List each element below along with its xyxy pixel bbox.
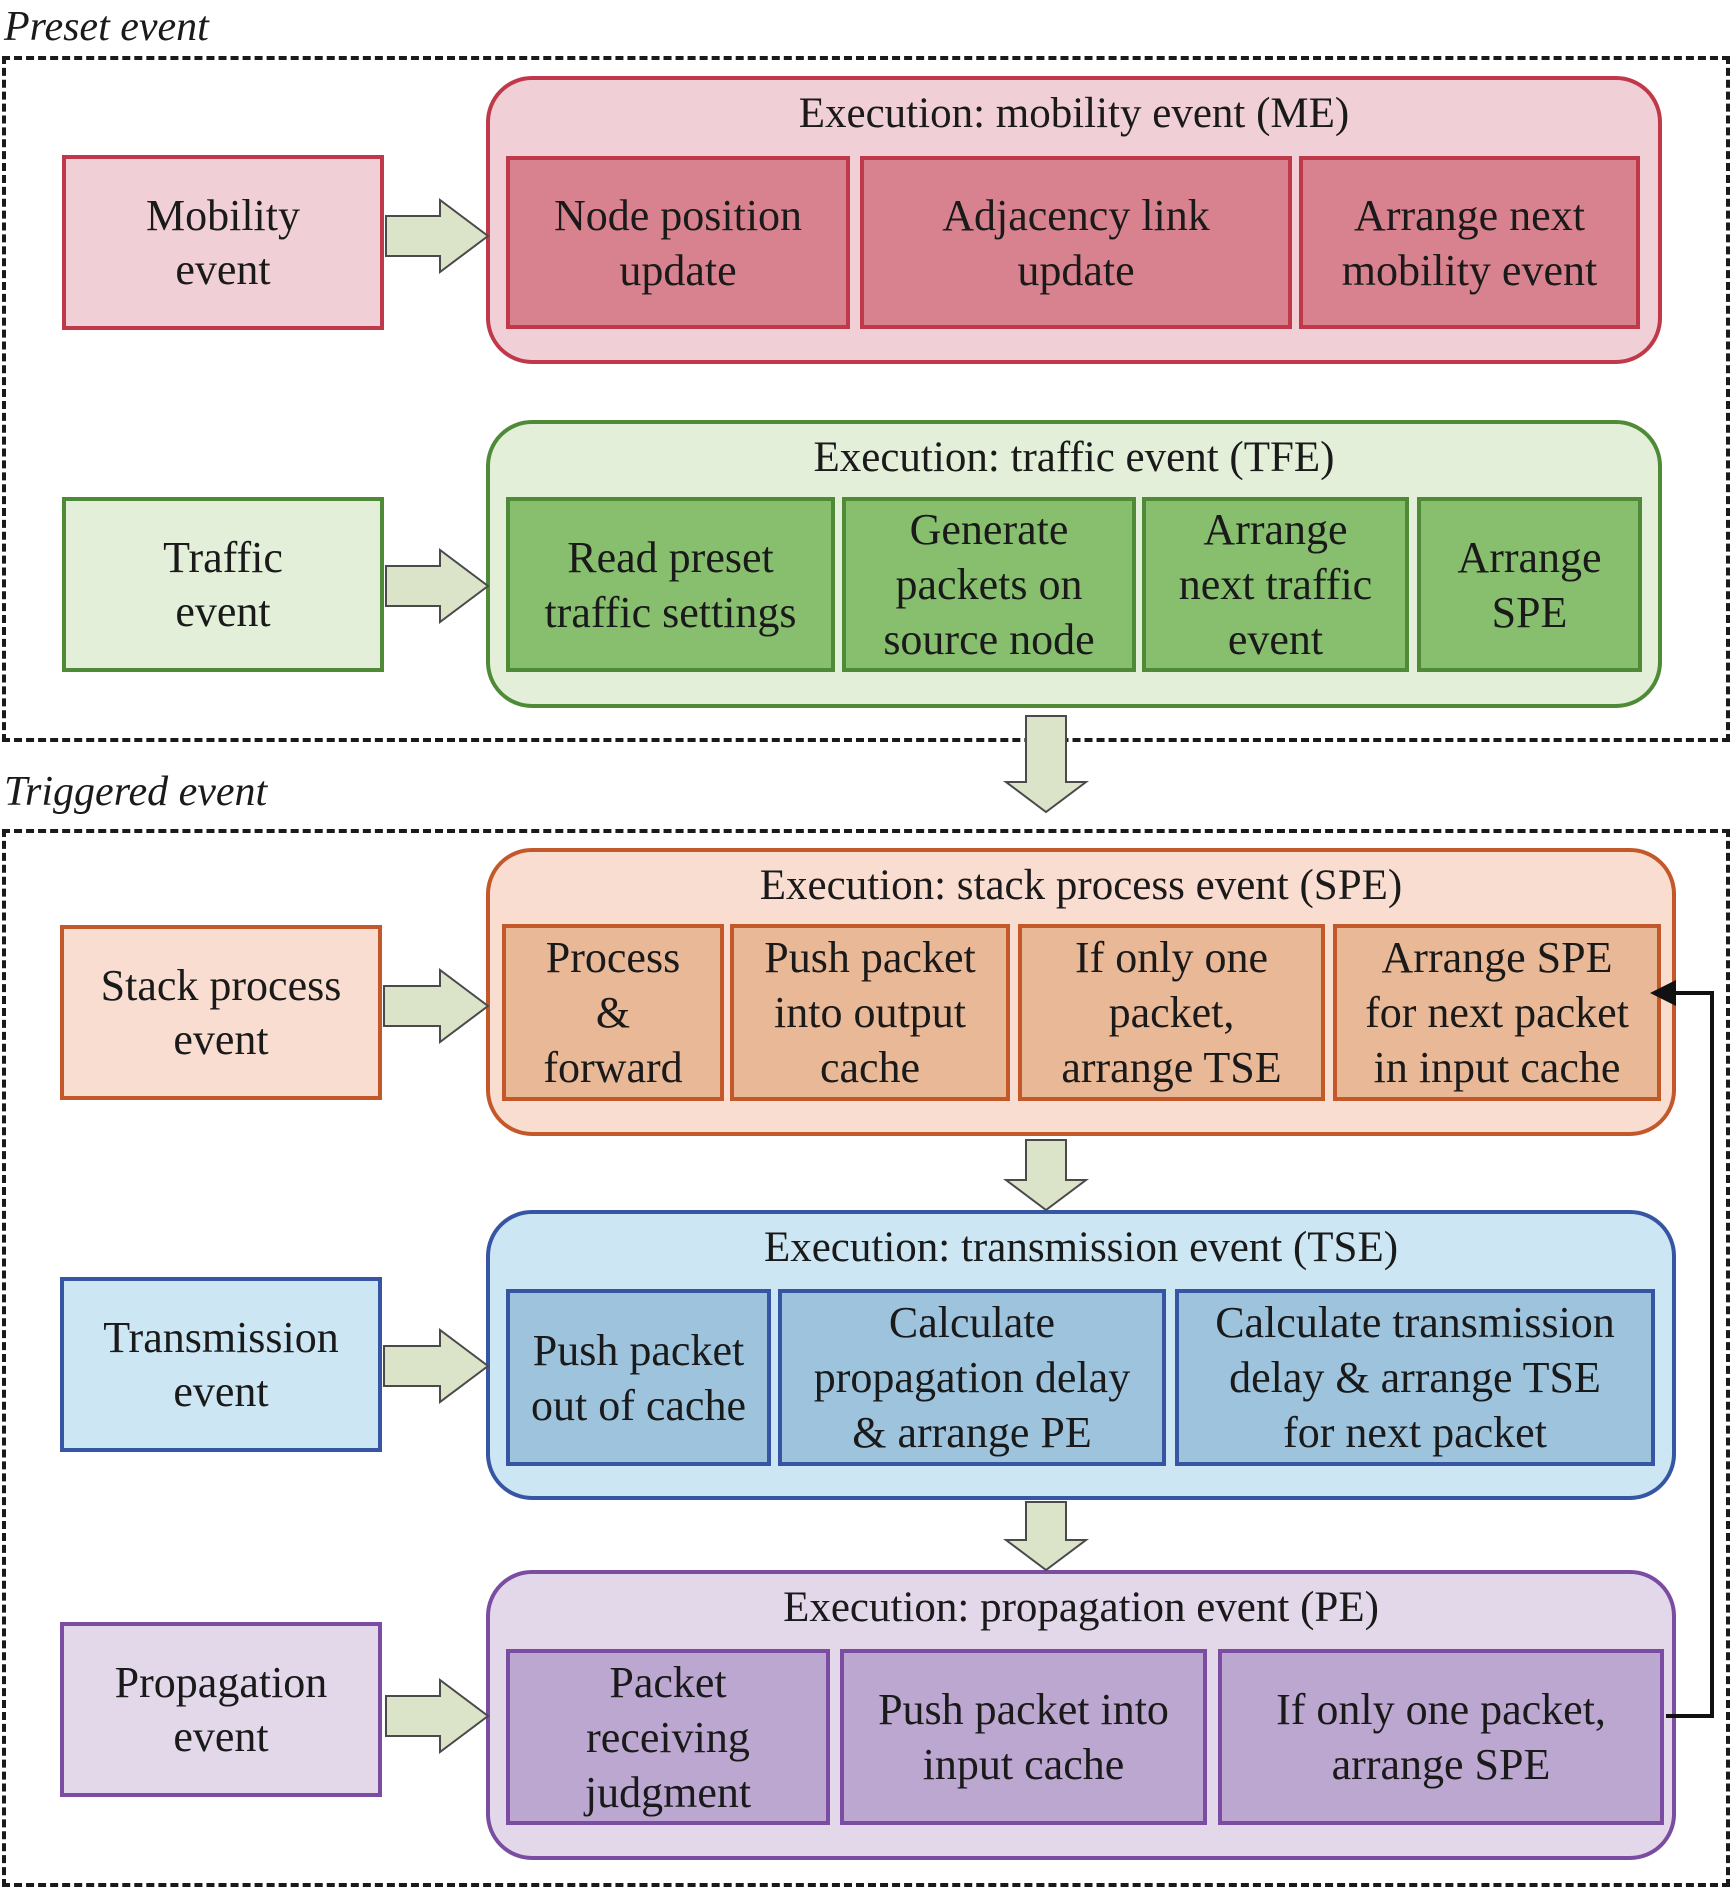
propagation-step-2: Push packet into input cache [840,1649,1207,1825]
triggered-section-frame [2,829,1730,1887]
traffic-step-1: Read preset traffic settings [506,497,835,672]
transmission-execution-title: Execution: transmission event (TSE) [763,1224,1399,1271]
propagation-arrow [385,1678,490,1754]
transmission-step-3: Calculate transmission delay & arrange T… [1175,1289,1655,1466]
mobility-execution-title: Execution: mobility event (ME) [798,90,1350,137]
mobility-step-3: Arrange next mobility event [1299,156,1640,329]
traffic-step-2: Generate packets on source node [842,497,1136,672]
side-arrows [383,198,490,1754]
transmission-step-2: Calculate propagation delay & arrange PE [778,1289,1166,1466]
transmission-step-1: Push packet out of cache [506,1289,771,1466]
traffic-execution-title: Execution: traffic event (TFE) [813,434,1335,481]
stack-event-box: Stack process event [60,925,382,1100]
traffic-step-3: Arrange next traffic event [1142,497,1409,672]
traffic-event-box: Traffic event [62,497,384,672]
traffic-step-4: Arrange SPE [1417,497,1642,672]
mobility-step-2: Adjacency link update [860,156,1292,329]
stack-step-1: Process & forward [502,924,724,1101]
propagation-step-1: Packet receiving judgment [506,1649,830,1825]
transmission-to-propagation-arrow [1003,1501,1089,1572]
mobility-step-1: Node position update [506,156,850,329]
transmission-event-box: Transmission event [60,1277,382,1452]
stack-step-3: If only one packet, arrange TSE [1018,924,1325,1101]
preset-section-label: Preset event [4,4,209,50]
stack-step-4: Arrange SPE for next packet in input cac… [1333,924,1661,1101]
feedback-arrowhead [1650,980,1676,1006]
feedback-connector-line [1666,991,1714,1718]
propagation-event-box: Propagation event [60,1622,382,1797]
stack-execution-title: Execution: stack process event (SPE) [759,862,1403,909]
stack-step-2: Push packet into output cache [730,924,1010,1101]
propagation-execution-title: Execution: propagation event (PE) [783,1584,1379,1631]
stack-arrow [383,968,490,1044]
propagation-step-3: If only one packet, arrange SPE [1218,1649,1664,1825]
mobility-event-box: Mobility event [62,155,384,330]
triggered-section-label: Triggered event [4,769,268,815]
stack-to-transmission-arrow [1003,1139,1089,1212]
traffic-arrow [385,548,490,624]
mobility-arrow [385,198,490,274]
preset-section-frame [2,56,1730,742]
down-arrows [1003,715,1089,1572]
traffic-to-stack-arrow [1003,715,1089,814]
transmission-arrow [383,1328,490,1404]
